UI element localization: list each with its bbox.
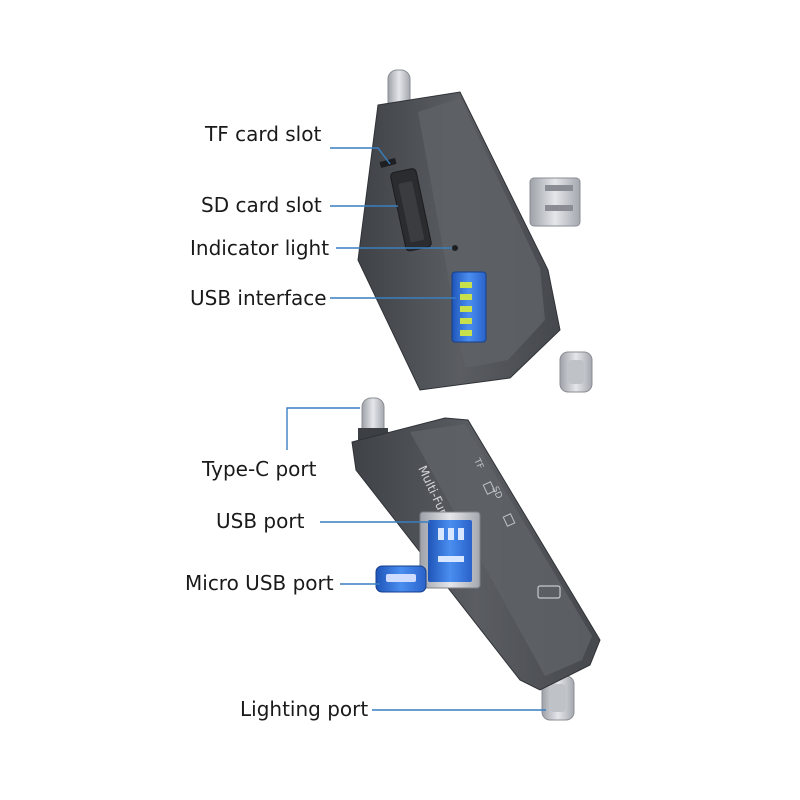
- callout-typec: [286, 407, 360, 450]
- top-micro-usb-plug: [529, 177, 581, 227]
- slot-mark-sd: SD: [489, 485, 503, 501]
- indicator-light-dot: [452, 245, 458, 251]
- usb-port-shape: [419, 511, 481, 589]
- label-micro-usb-port: Micro USB port: [185, 571, 334, 595]
- device-logo-mark: [537, 585, 561, 599]
- bottom-device: Multi-Func Reader TF SD: [351, 397, 601, 721]
- top-device: [357, 69, 593, 393]
- callout-lines: [286, 147, 546, 711]
- label-sd-card-slot: SD card slot: [201, 193, 322, 217]
- label-lighting-port: Lighting port: [240, 697, 369, 721]
- tf-slot-shape: [379, 158, 397, 168]
- micro-usb-port-shape: [375, 565, 427, 593]
- label-tf-card-slot: TF card slot: [205, 122, 322, 146]
- top-lightning-plug: [559, 351, 593, 393]
- bottom-lightning-plug: [541, 675, 575, 721]
- label-usb-port: USB port: [216, 509, 305, 533]
- label-indicator-light: Indicator light: [190, 236, 330, 260]
- label-usb-interface: USB interface: [190, 286, 327, 310]
- callout-tf: [330, 147, 391, 165]
- label-type-c-port: Type-C port: [202, 457, 317, 481]
- slot-mark-tf: TF: [471, 456, 485, 471]
- usb-interface-shape: [451, 271, 487, 343]
